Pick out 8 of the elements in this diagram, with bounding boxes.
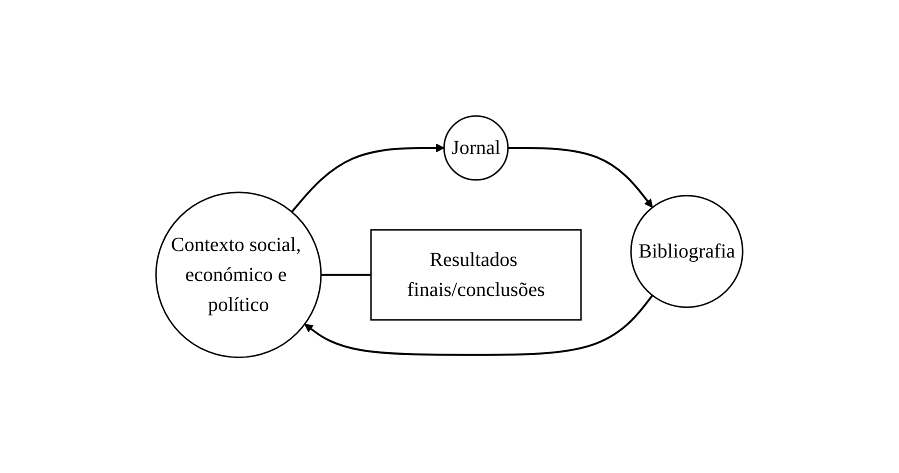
node-circle: Contexto social, económico e político xyxy=(155,191,322,358)
node-circle: Bibliografia xyxy=(630,194,744,308)
arrow xyxy=(304,294,654,356)
arrow xyxy=(508,146,654,208)
arrow xyxy=(291,143,445,212)
node-circle: Jornal xyxy=(443,115,509,180)
connector xyxy=(321,274,372,276)
node-box: Resultados finais/conclusões xyxy=(370,228,582,320)
